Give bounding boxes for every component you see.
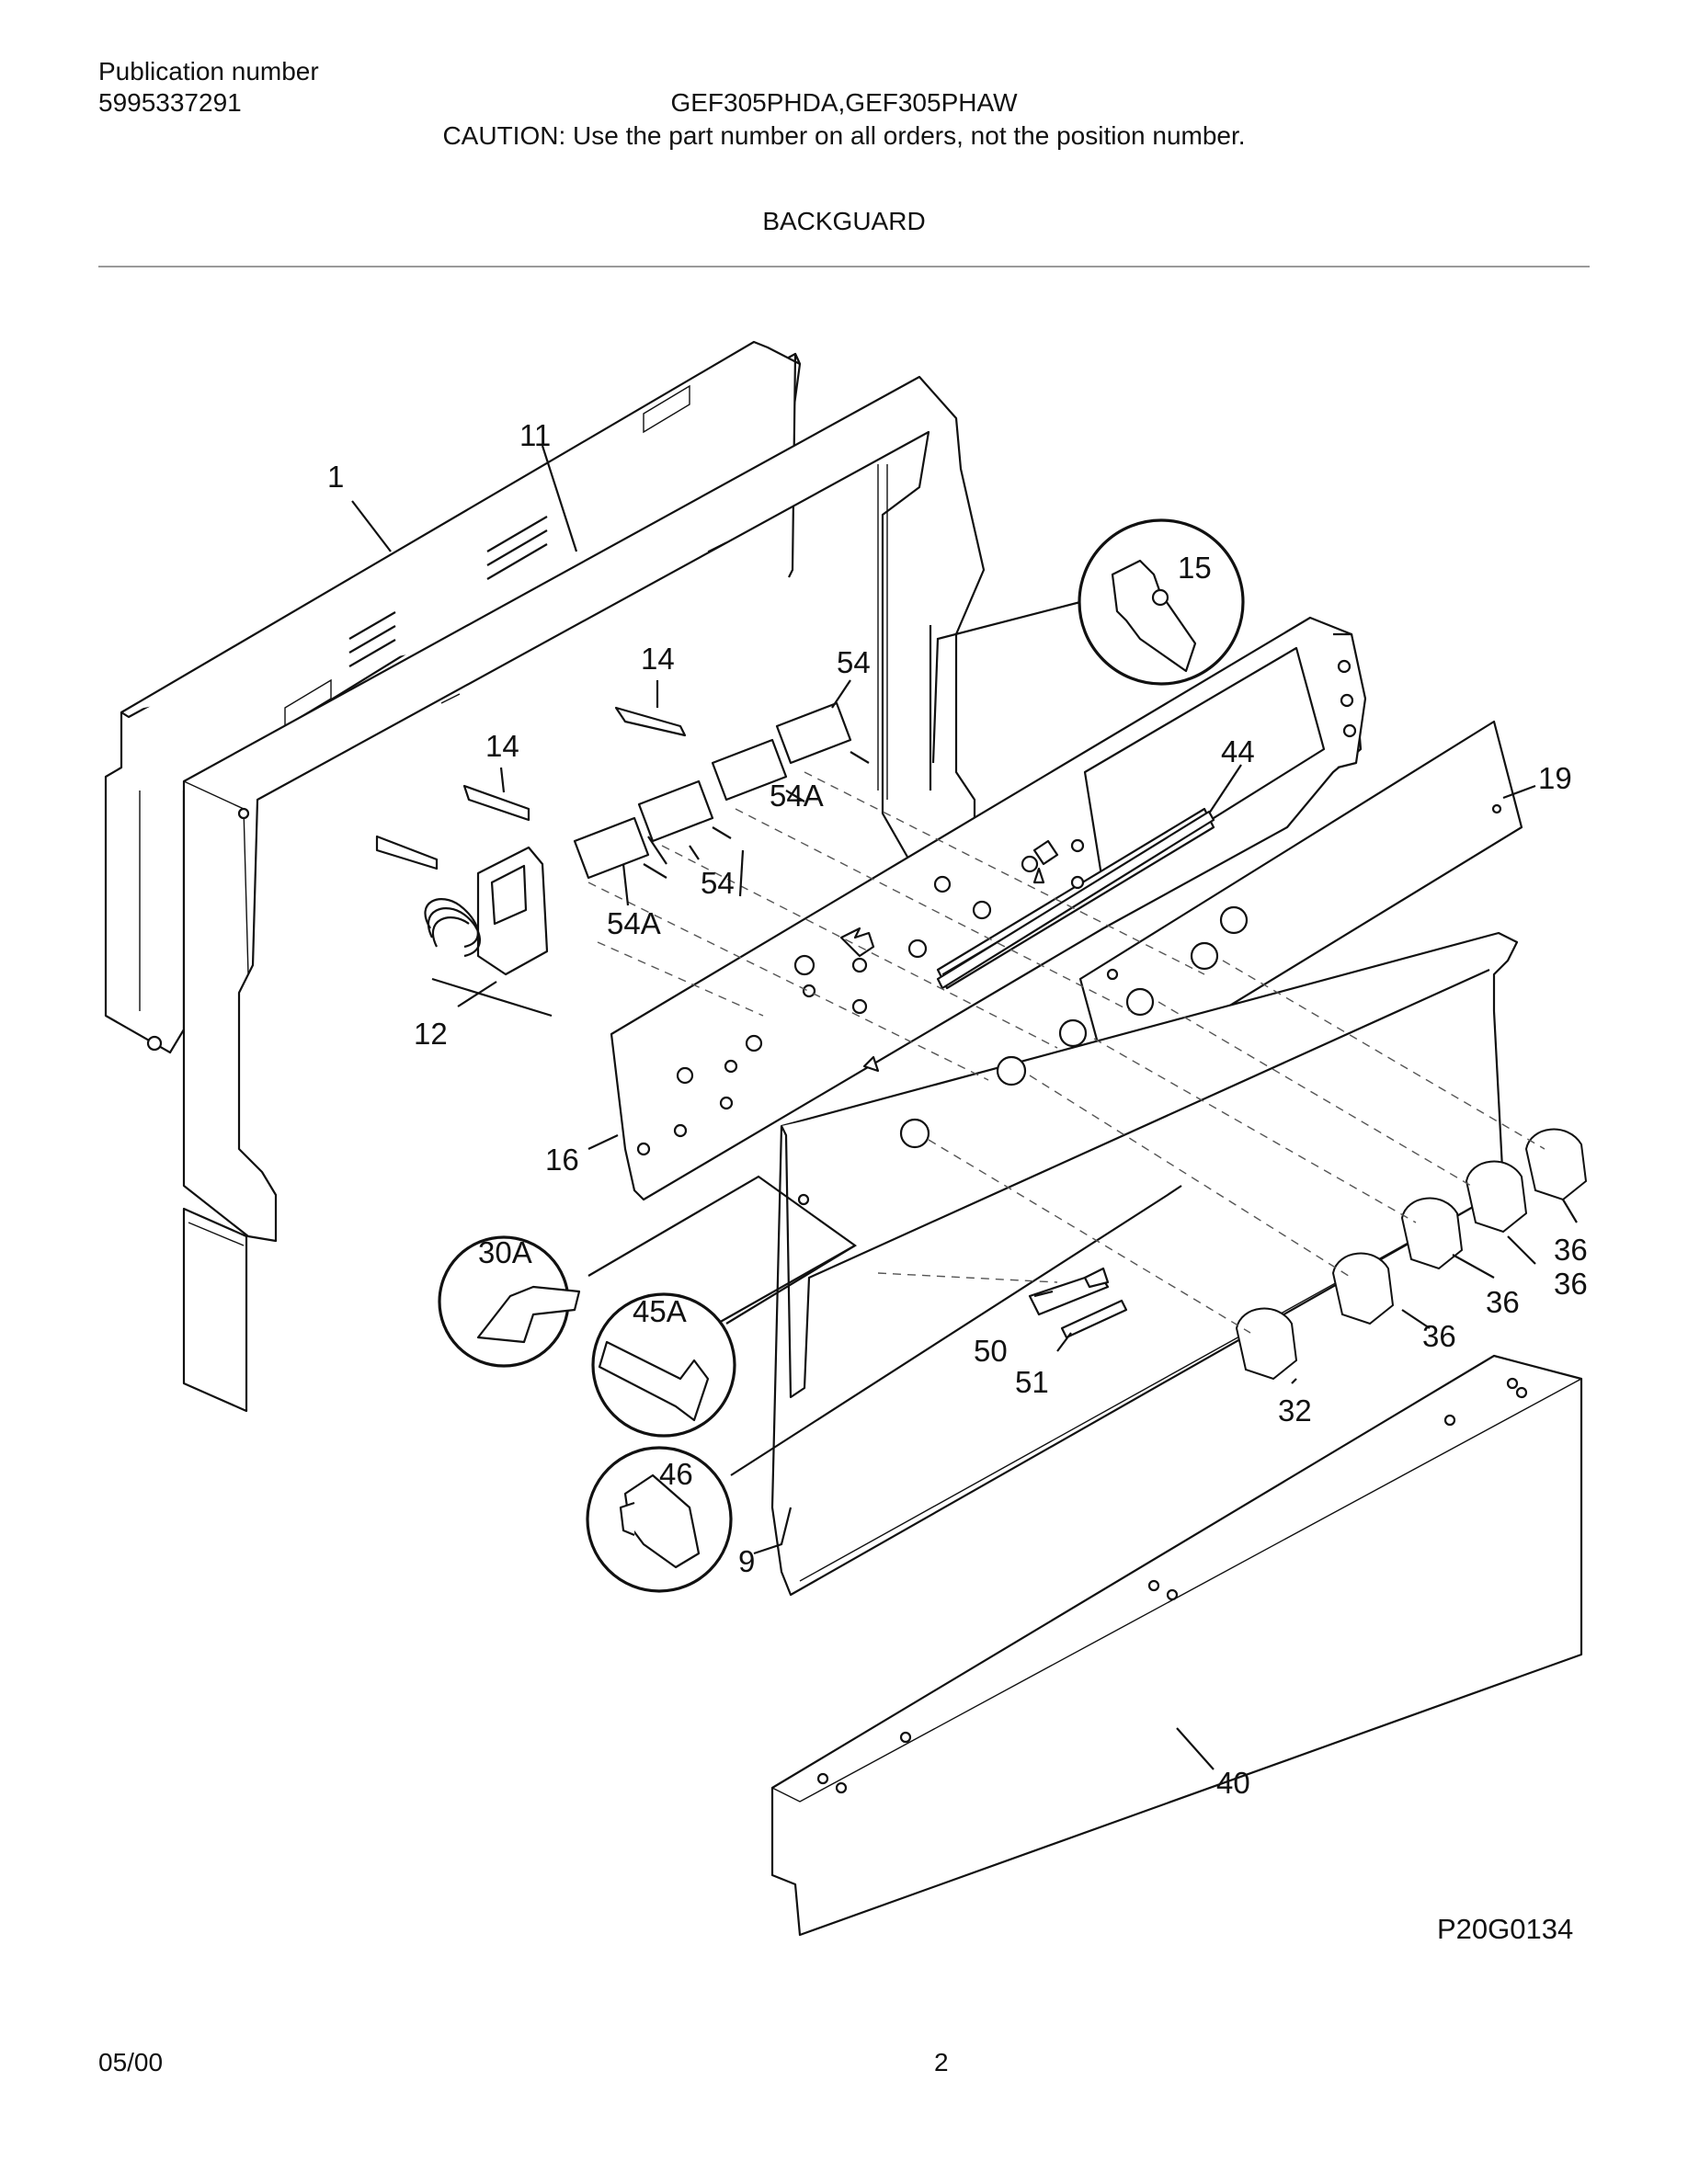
callout-54-upper: 54	[837, 645, 871, 679]
callout-30A: 30A	[478, 1235, 532, 1269]
part-9-lower-panel	[770, 905, 1519, 1597]
callout-36-2: 36	[1486, 1285, 1520, 1319]
section-title: BACKGUARD	[762, 207, 926, 235]
callout-19: 19	[1538, 761, 1572, 795]
callout-15: 15	[1178, 551, 1212, 585]
part-11-backguard-frame	[182, 375, 986, 1413]
callout-11: 11	[519, 418, 551, 452]
callout-54A-upper: 54A	[770, 779, 824, 813]
callout-9: 9	[738, 1544, 755, 1578]
callout-36-1: 36	[1422, 1319, 1456, 1353]
page-number: 2	[934, 2048, 949, 2076]
callout-51: 51	[1015, 1365, 1049, 1399]
part-50-51-clips	[1028, 1267, 1128, 1339]
drawing-code: P20G0134	[1437, 1913, 1574, 1945]
parts-32-36-knobs	[1235, 1128, 1588, 1381]
callout-36-3: 36	[1554, 1267, 1588, 1301]
part-44-trim-strip	[936, 810, 1215, 990]
footer-date: 05/00	[98, 2048, 164, 2076]
caution-note: CAUTION: Use the part number on all orde…	[442, 121, 1246, 150]
part-15-inset	[931, 518, 1245, 764]
header-divider	[98, 266, 1590, 267]
callout-labels: 1 11 14 14 54 54A 54 54A 15 44 19 12 16 …	[327, 418, 1588, 1800]
callout-1: 1	[327, 460, 344, 494]
callout-16: 16	[545, 1143, 579, 1177]
callout-14-lower: 14	[485, 729, 519, 763]
callout-40: 40	[1216, 1766, 1250, 1800]
part-40-trim	[770, 1354, 1583, 1937]
publication-number: 5995337291	[98, 88, 242, 117]
model-numbers: GEF305PHDA,GEF305PHAW	[670, 88, 1018, 117]
part-46-inset	[586, 1185, 1182, 1593]
publication-label: Publication number	[98, 57, 319, 85]
callout-54-lower: 54	[701, 866, 735, 900]
callout-45A: 45A	[633, 1294, 687, 1328]
part-30a-inset	[438, 1175, 858, 1368]
part-12-thermostat	[424, 846, 553, 1018]
callout-44: 44	[1221, 734, 1255, 768]
callout-32: 32	[1278, 1393, 1312, 1428]
callout-46: 46	[659, 1457, 693, 1491]
part-45a-inset	[591, 1245, 856, 1438]
callout-12: 12	[414, 1017, 448, 1051]
parts-14-54-switches	[375, 701, 870, 880]
callout-50: 50	[974, 1334, 1008, 1368]
callout-54A-lower: 54A	[607, 906, 661, 940]
callout-36-4: 36	[1554, 1233, 1588, 1267]
leader-lines	[351, 445, 1578, 1770]
alignment-lines	[587, 771, 1545, 1334]
callout-14-upper: 14	[641, 642, 675, 676]
